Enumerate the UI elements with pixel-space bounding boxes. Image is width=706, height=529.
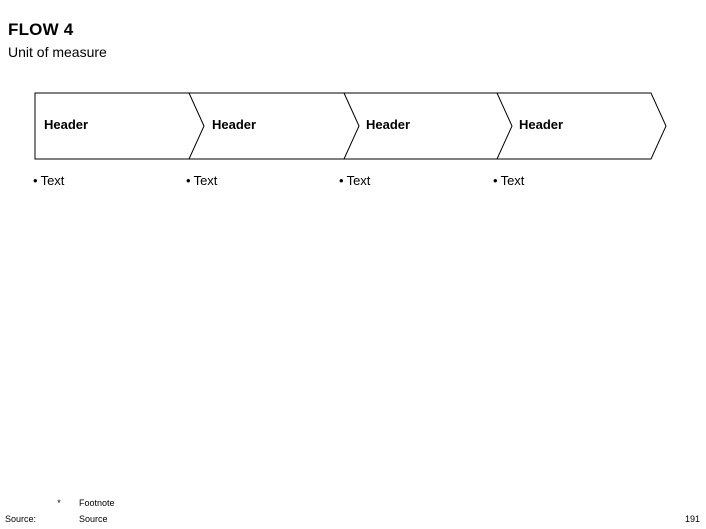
stage-bullet-label-2: Text bbox=[193, 173, 218, 188]
bullet-icon: • bbox=[186, 173, 191, 188]
stage-header-3: Header bbox=[366, 117, 411, 132]
stage-bullet-4: •Text bbox=[493, 173, 524, 189]
page-subtitle: Unit of measure bbox=[8, 44, 107, 60]
chevron-divider-3 bbox=[496, 92, 513, 160]
footnote-marker: * bbox=[57, 498, 61, 508]
flow-banner-svg bbox=[34, 92, 667, 160]
page-number: 191 bbox=[684, 514, 700, 524]
stage-header-4: Header bbox=[519, 117, 564, 132]
source-label: Source: bbox=[5, 514, 37, 524]
bullet-icon: • bbox=[339, 173, 344, 188]
flow-band-outline bbox=[34, 92, 667, 160]
footnote-text: Footnote bbox=[79, 498, 115, 508]
stage-bullet-label-1: Text bbox=[40, 173, 65, 188]
stage-header-2: Header bbox=[212, 117, 257, 132]
source-text: Source bbox=[79, 514, 108, 524]
stage-bullet-label-3: Text bbox=[346, 173, 371, 188]
chevron-divider-1 bbox=[188, 92, 205, 160]
stage-bullet-2: •Text bbox=[186, 173, 217, 189]
stage-header-1: Header bbox=[44, 117, 89, 132]
stage-bullet-label-4: Text bbox=[500, 173, 525, 188]
flow-banner bbox=[33, 91, 669, 161]
stage-bullet-3: •Text bbox=[339, 173, 370, 189]
stage-bullet-1: •Text bbox=[33, 173, 64, 189]
bullet-icon: • bbox=[33, 173, 38, 188]
footnote-row: * Footnote bbox=[0, 496, 706, 510]
bullet-icon: • bbox=[493, 173, 498, 188]
page-title: FLOW 4 bbox=[8, 20, 74, 39]
chevron-divider-2 bbox=[343, 92, 360, 160]
source-row: Source: Source bbox=[0, 512, 706, 526]
